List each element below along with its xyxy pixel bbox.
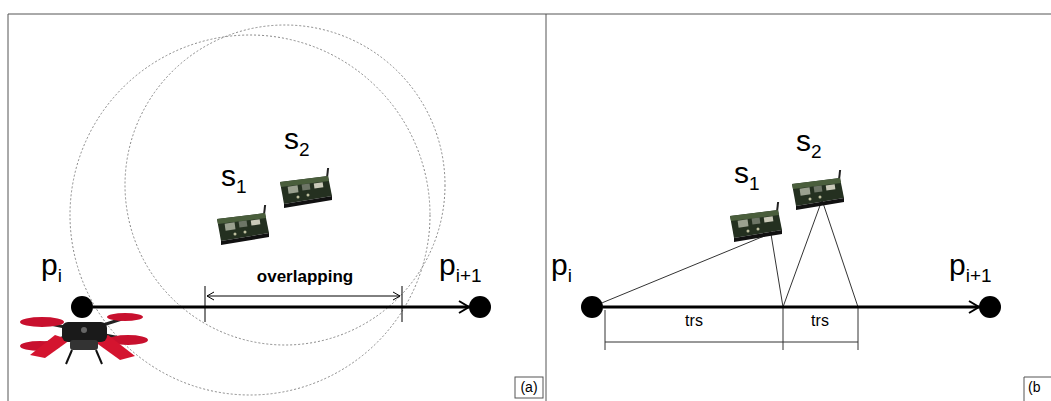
point-index: i [568,265,572,286]
node-label: s1 [734,158,760,193]
panel-tag: (b [1028,380,1040,395]
coverage-circle [70,35,430,395]
path-arrow [603,306,979,309]
frame-line [8,14,1051,15]
range-line [770,228,783,307]
node-label: s1 [221,161,247,196]
node-label: s2 [284,124,310,159]
panel-tag-box [1024,377,1051,401]
point-name: p [439,248,456,281]
drone [20,313,148,364]
point-name: p [551,248,568,281]
node-label: pi+1 [949,250,992,285]
point-name: s [796,124,811,157]
dimension-tick [858,307,859,350]
sensor-board [215,205,271,245]
sensor-node: s1 [215,205,271,245]
range-line [602,232,774,303]
dimension-label: trs [685,312,703,330]
dimension-tick [783,307,784,350]
dimension-line [207,296,400,297]
dimension-tick [205,286,206,322]
point-name: p [41,248,58,281]
sensor-board [278,168,334,208]
dimension-label: trs [811,312,829,330]
dimension-label: overlapping [257,268,353,287]
point-index: 1 [236,176,247,197]
path-arrow [93,306,469,309]
point-name: s [284,122,299,155]
sensor-node: s1 [728,202,784,242]
sensor-node: s2 [278,168,334,208]
dimension-tick [402,286,403,322]
panel-divider [546,14,547,401]
point-name: s [734,156,749,189]
dimension-line [605,342,858,343]
dimension-tick [605,310,606,350]
point-index: i+1 [966,265,992,286]
node-label: s2 [796,126,822,161]
panel-tag: (a) [520,380,537,395]
range-line [822,200,858,307]
node-label: pi [551,250,572,285]
frame-line [8,14,9,401]
waypoint-dot: pi+1 [979,296,1001,318]
point-index: 2 [811,141,822,162]
waypoint-dot: pi [71,296,93,318]
point-index: i+1 [456,265,482,286]
waypoint-dot: pi+1 [469,296,491,318]
sensor-board [728,202,784,242]
point-index: 1 [749,173,760,194]
panel-tag-box [515,377,543,398]
point-name: s [221,159,236,192]
dimension-head [393,292,400,300]
point-name: p [949,248,966,281]
point-index: 2 [299,139,310,160]
sensor-board [790,170,846,210]
node-label: pi [41,250,62,285]
range-line [783,200,822,307]
sensor-node: s2 [790,170,846,210]
node-label: pi+1 [439,250,482,285]
waypoint-dot: pi [581,296,603,318]
point-index: i [58,265,62,286]
dimension-head [207,292,214,300]
coverage-circle [125,25,445,345]
